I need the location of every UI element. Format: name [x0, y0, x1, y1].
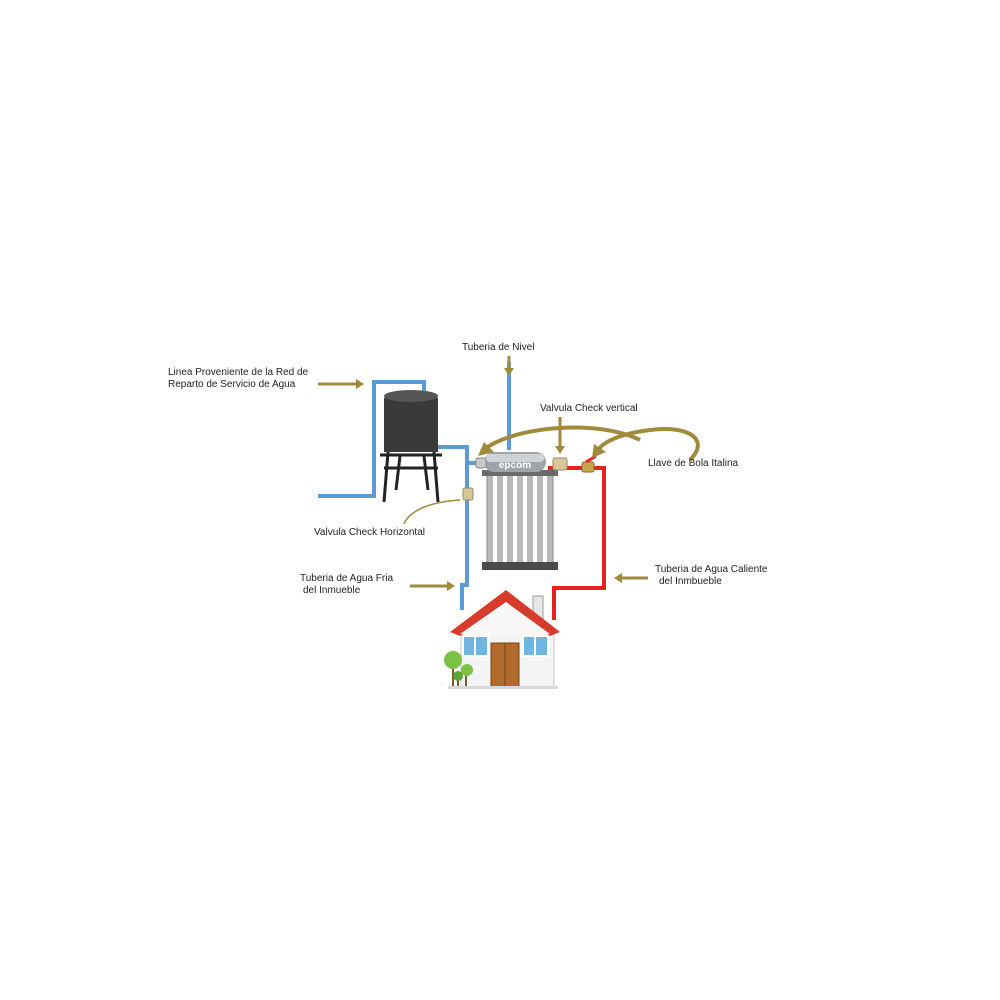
water-tank-icon	[380, 390, 442, 503]
hot-water-arrow	[614, 573, 648, 583]
check-vertical-arrow	[555, 417, 565, 454]
hot-water-label-2: del Inmbueble	[659, 576, 722, 587]
check-valve-horizontal-icon	[462, 487, 474, 501]
to-ball-valve-arrowhead	[592, 444, 606, 458]
supply-pipe	[318, 380, 426, 498]
callout-arrows	[318, 356, 648, 591]
cold-water-arrow	[410, 581, 455, 591]
hot-water-label-1: Tuberia de Agua Caliente	[655, 564, 768, 575]
check-horizontal-arrow	[403, 499, 461, 525]
hot-water-label: Tuberia de Agua Caliente del Inmbueble	[655, 564, 768, 588]
supply-line-label-1: Linea Proveniente de la Red de	[168, 367, 309, 378]
cold-water-label-2: del Inmueble	[303, 585, 361, 596]
supply-line-label: Linea Proveniente de la Red de Reparto d…	[168, 367, 308, 391]
ball-valve-label: Llave de Bola Italina	[648, 458, 739, 469]
check-horizontal-label: Valvula Check Horizontal	[314, 527, 425, 538]
supply-line-label-2: Reparto de Servicio de Agua	[168, 379, 296, 390]
cold-water-label: Tuberia de Agua Fria del Inmueble	[300, 573, 393, 597]
tank-outlet-pipe	[438, 445, 469, 610]
ball-valve-icon	[581, 454, 597, 473]
cold-water-label-1: Tuberia de Agua Fria	[300, 573, 394, 584]
supply-arrow	[318, 379, 364, 389]
house-icon	[441, 590, 560, 689]
level-pipe-label: Tuberia de Nivel	[462, 342, 535, 353]
cold-water-pipes	[318, 362, 511, 610]
to-vent-arrowhead	[478, 442, 494, 456]
to-ball-valve-arrow	[596, 427, 700, 462]
heater-brand-logo: epcom	[499, 460, 531, 471]
tree-icon	[444, 651, 473, 686]
hot-water-pipe	[548, 466, 606, 620]
solar-heater-icon: epcom	[482, 452, 558, 570]
check-valve-vertical-icon	[552, 457, 568, 471]
curved-callout-arrows	[403, 425, 700, 525]
air-vent-valve-icon	[475, 457, 487, 469]
check-vertical-label: Valvula Check vertical	[540, 403, 638, 414]
level-arrow	[504, 356, 514, 376]
